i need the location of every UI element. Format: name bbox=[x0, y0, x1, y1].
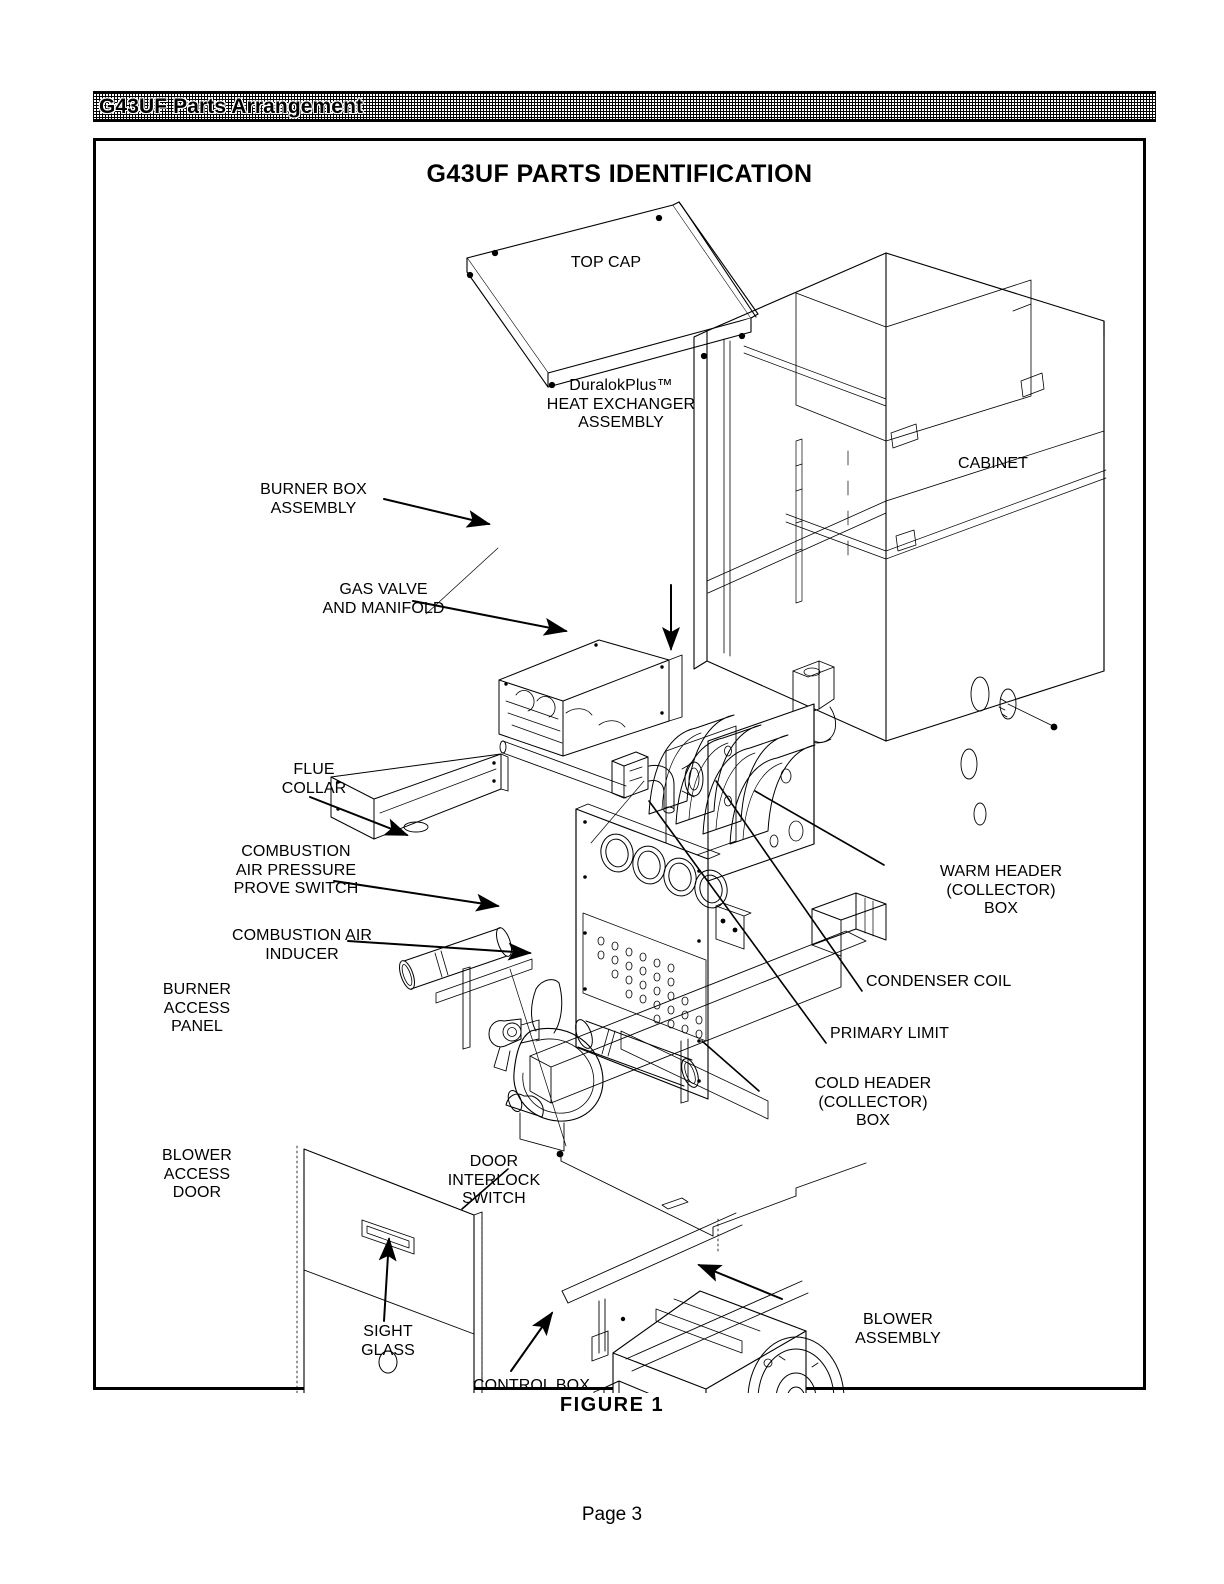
section-header-bar: G43UF Parts Arrangement bbox=[93, 91, 1156, 122]
cabinet-part bbox=[693, 252, 1107, 826]
callout-cabinet: CABINET bbox=[958, 455, 1029, 472]
callout-burner-box: BURNER BOX ASSEMBLY bbox=[260, 481, 367, 517]
heat-exchanger-part bbox=[575, 703, 816, 1100]
callout-control-box: CONTROL BOX bbox=[473, 1377, 590, 1394]
section-header-title: G43UF Parts Arrangement bbox=[99, 94, 364, 118]
callout-sight-glass: SIGHT GLASS bbox=[361, 1323, 415, 1359]
figure-caption: FIGURE 1 bbox=[559, 1394, 665, 1416]
callout-warm-header: WARM HEADER (COLLECTOR) BOX bbox=[939, 863, 1063, 918]
callout-primary-limit: PRIMARY LIMIT bbox=[830, 1025, 949, 1042]
blower-assembly-part bbox=[561, 1212, 845, 1393]
callout-burner-access-panel: BURNER ACCESS PANEL bbox=[162, 981, 232, 1036]
callout-heat-exchanger: DuralokPlus™ HEAT EXCHANGER ASSEMBLY bbox=[546, 377, 696, 432]
burner-box-part bbox=[498, 639, 704, 814]
callout-condenser-coil: CONDENSER COIL bbox=[866, 973, 1012, 990]
callout-blower-access-door: BLOWER ACCESS DOOR bbox=[162, 1147, 232, 1202]
callout-flue-collar: FLUE COLLAR bbox=[281, 761, 347, 797]
callout-cold-header: COLD HEADER (COLLECTOR) BOX bbox=[814, 1075, 932, 1130]
callout-door-interlock: DOOR INTERLOCK SWITCH bbox=[447, 1153, 541, 1208]
callout-top-cap: TOP CAP bbox=[570, 254, 642, 271]
callout-air-inducer: COMBUSTION AIR INDUCER bbox=[231, 927, 373, 963]
figure-frame: G43UF PARTS IDENTIFICATION bbox=[93, 138, 1146, 1394]
combustion-air-inducer-part bbox=[399, 927, 699, 1152]
callout-gas-valve: GAS VALVE AND MANIFOLD bbox=[322, 581, 445, 617]
warm-header-collector-box bbox=[811, 892, 887, 957]
top-cap-part bbox=[466, 201, 759, 388]
callout-blower-assembly: BLOWER ASSEMBLY bbox=[855, 1311, 941, 1347]
callout-pressure-switch: COMBUSTION AIR PRESSURE PROVE SWITCH bbox=[233, 843, 359, 898]
figure-title: G43UF PARTS IDENTIFICATION bbox=[426, 160, 813, 188]
page-number: Page 3 bbox=[581, 1504, 643, 1525]
